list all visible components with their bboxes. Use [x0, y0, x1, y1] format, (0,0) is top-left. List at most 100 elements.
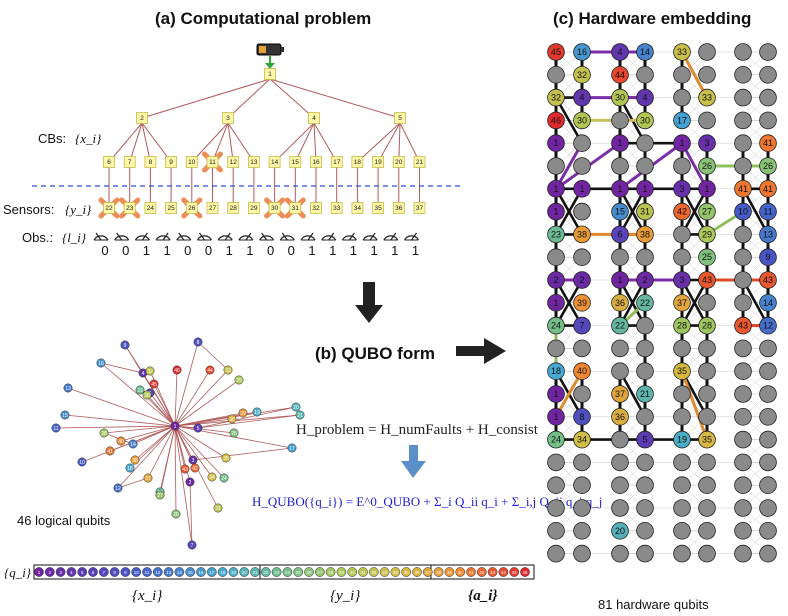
graph-edge [174, 425, 235, 434]
hardware-qubit-active: 7 [573, 316, 591, 335]
tree-node-cb-label: 16 [312, 159, 320, 166]
graph-edge [174, 369, 229, 427]
problem-equation: H_problem = H_numFaults + H_consist [296, 422, 539, 438]
logical-qubit: 32 [145, 366, 155, 376]
observation-value: 1 [226, 243, 233, 258]
hardware-qubit-idle [759, 88, 777, 107]
hardware-qubit-active: 12 [759, 316, 777, 335]
svg-text:30: 30 [350, 570, 356, 575]
strip-qubit: 38 [433, 567, 444, 577]
hardware-qubit-idle [698, 407, 716, 426]
graph-edge [147, 425, 176, 479]
hardware-qubit-label: 7 [579, 321, 584, 331]
hardware-qubits-label: 81 hardware qubits [598, 597, 709, 612]
hardware-qubit-idle [759, 453, 777, 472]
logical-qubit: 26 [171, 509, 181, 519]
tree-node-cb-label: 2 [140, 115, 144, 122]
hardware-qubit-idle [547, 499, 565, 517]
tree-node-cb: 17 [330, 156, 343, 168]
graph-edge [174, 341, 199, 427]
hardware-qubit-active: 44 [611, 66, 629, 84]
tree-edge [357, 122, 401, 163]
observation-value: 1 [163, 243, 170, 258]
tree-edge [269, 78, 315, 119]
hardware-qubit-label: 1 [679, 138, 684, 148]
strip-qubit: 28 [325, 567, 336, 577]
tree-node-cb: 15 [289, 156, 302, 168]
hardware-qubit-active: 16 [573, 43, 591, 61]
qubit-strip-frame [33, 564, 535, 580]
hardware-qubit-idle [611, 544, 629, 563]
svg-text:9: 9 [124, 570, 127, 575]
hardware-qubit-label: 28 [702, 321, 712, 331]
svg-text:41: 41 [107, 449, 113, 455]
tree-edge [313, 122, 338, 163]
tree-node-cb-label: 4 [312, 115, 316, 122]
logical-qubit: 10 [77, 457, 87, 467]
hardware-qubit-active: 3 [698, 134, 716, 153]
graph-edge [174, 425, 227, 459]
logical-qubit: 27 [155, 490, 165, 500]
hardware-qubit-label: 32 [551, 93, 561, 103]
hardware-qubit-idle [734, 248, 752, 267]
observation-gauge: 1 [362, 232, 378, 258]
graph-edge [174, 369, 211, 427]
hardware-qubit-idle [734, 43, 752, 61]
hardware-qubit-active: 1 [547, 202, 565, 221]
strip-qubit: 23 [271, 567, 282, 577]
strip-qubit: 26 [304, 567, 314, 577]
tree-node-sensor: 28 [227, 202, 240, 214]
observation-value: 1 [329, 243, 336, 258]
hardware-qubit-idle [759, 476, 777, 495]
logical-qubit: 4 [138, 368, 148, 378]
hardware-qubit-idle [636, 362, 654, 381]
svg-text:31: 31 [215, 506, 221, 512]
panel-a-title: (a) Computational problem [155, 9, 371, 28]
hardware-qubit-idle [698, 362, 716, 381]
tree-node-cb-label: 13 [250, 159, 258, 166]
tree-node-cb-label: 12 [230, 159, 238, 166]
logical-qubit: 7 [187, 540, 197, 550]
observation-value: 0 [122, 243, 129, 258]
hardware-qubit-label: 1 [617, 275, 622, 285]
hardware-qubit-idle [759, 385, 777, 403]
hardware-qubit-active: 32 [547, 88, 565, 107]
hardware-qubit-idle [611, 111, 629, 130]
logical-qubit: 43 [180, 464, 190, 474]
strip-qubit: 5 [77, 567, 88, 577]
tree-edge [141, 122, 151, 163]
hardware-qubit-label: 42 [677, 207, 687, 217]
svg-text:36: 36 [414, 570, 420, 575]
hardware-qubit-active: 13 [759, 225, 777, 244]
tree-node-cb: 19 [372, 156, 385, 168]
hardware-qubit-active: 14 [759, 293, 777, 312]
panel-c-title: (c) Hardware embedding [553, 9, 751, 28]
hardware-qubit-label: 32 [577, 70, 587, 80]
svg-text:18: 18 [127, 466, 133, 472]
strip-qubit: 29 [336, 567, 347, 577]
hardware-qubit-idle [759, 111, 777, 130]
hardware-qubit-idle [573, 248, 591, 267]
svg-text:12: 12 [155, 570, 161, 575]
tree-node-cb-label: 14 [271, 159, 279, 166]
hardware-qubit-active: 18 [547, 362, 565, 381]
observation-value: 1 [391, 243, 398, 258]
hardware-qubit-label: 26 [702, 161, 712, 171]
tree-node-cb: 20 [392, 156, 405, 168]
hardware-qubit-label: 26 [763, 161, 773, 171]
strip-qubit: 32 [368, 567, 379, 577]
hardware-qubit-idle [673, 476, 691, 495]
tree-node-cb-label: 17 [333, 159, 341, 166]
hardware-qubit-active: 43 [759, 271, 777, 289]
svg-text:42: 42 [479, 570, 485, 575]
graph-edge [100, 362, 144, 374]
hardware-qubit-idle [573, 521, 591, 540]
tree-edge [191, 122, 229, 163]
hardware-qubit-active: 28 [698, 316, 716, 335]
logical-qubit: 11 [51, 423, 61, 433]
hardware-qubit-label: 2 [553, 275, 558, 285]
tree-node-cb: 18 [351, 156, 364, 168]
svg-text:10: 10 [79, 460, 85, 466]
tree-node-cb: 10 [185, 156, 198, 168]
tree-node-sensor: 30 [268, 202, 281, 214]
